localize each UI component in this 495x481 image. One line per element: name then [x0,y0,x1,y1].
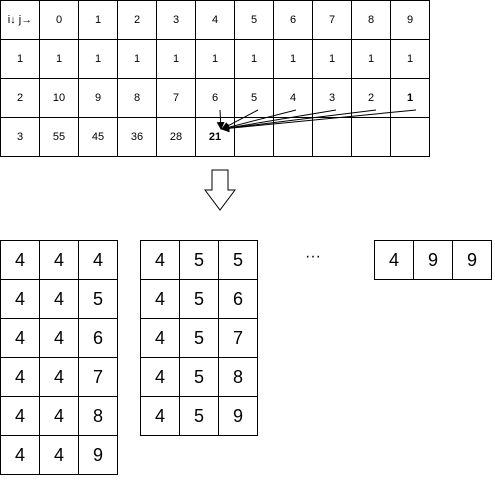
dp-cell: 1 [273,39,313,79]
combination-cell: 5 [218,240,258,280]
combination-cell: 7 [78,357,118,397]
combination-cell: 5 [179,396,219,436]
dp-cell: 45 [78,117,118,157]
dp-header-cell: 3 [156,0,196,40]
combination-cell: 4 [39,279,79,319]
combination-cell: 6 [218,279,258,319]
combination-cell: 6 [78,318,118,358]
combination-cell: 4 [39,396,79,436]
combination-cell: 4 [39,435,79,475]
dp-header-cell: 0 [39,0,79,40]
combination-cell: 9 [78,435,118,475]
combination-cell: 4 [140,279,180,319]
combination-cell: 9 [413,240,453,280]
dp-cell: 9 [78,78,118,118]
combination-cell: 4 [78,240,118,280]
combination-cell: 4 [0,396,40,436]
combination-cell: 4 [0,357,40,397]
combination-cell: 5 [78,279,118,319]
combination-cell: 8 [218,357,258,397]
dp-cell: 1 [39,39,79,79]
dp-cell: 1 [390,39,430,79]
combination-cell: 4 [39,357,79,397]
dp-cell: 55 [39,117,79,157]
dp-cell: 28 [156,117,196,157]
dp-header-cell: 4 [195,0,235,40]
combination-cell: 9 [218,396,258,436]
dp-cell: 7 [156,78,196,118]
ellipsis: ··· [305,248,321,265]
combination-cell: 4 [0,279,40,319]
dependency-arrows [216,109,417,133]
dp-cell [390,117,430,157]
combination-cell: 5 [179,357,219,397]
dp-corner-label: i↓ j→ [0,0,40,40]
dp-header-cell: 9 [390,0,430,40]
combination-cell: 4 [374,240,414,280]
dp-cell: 1 [78,39,118,79]
combination-cell: 4 [0,240,40,280]
dp-row-label: 3 [0,117,40,157]
arrow-from-j8 [221,109,377,133]
combination-cell: 9 [452,240,492,280]
combination-cell: 4 [0,435,40,475]
arrow-from-j9 [221,109,417,133]
combination-cell: 8 [78,396,118,436]
dp-cell: 1 [390,78,430,118]
dp-header-cell: 6 [273,0,313,40]
arrow-from-j6 [221,109,297,132]
combination-cell: 7 [218,318,258,358]
combination-cell: 4 [140,318,180,358]
combination-cell: 5 [179,279,219,319]
combination-cell: 4 [0,318,40,358]
combination-cell: 4 [39,240,79,280]
combination-cell: 4 [140,357,180,397]
dp-cell: 1 [117,39,157,79]
combination-cell: 4 [39,318,79,358]
combination-cell: 4 [140,396,180,436]
dp-cell: 1 [234,39,274,79]
dp-cell: 8 [117,78,157,118]
arrow-from-j4 [216,109,225,130]
dp-header-cell: 8 [351,0,391,40]
down-arrow-icon [204,169,236,211]
combination-cell: 5 [179,240,219,280]
dp-cell [312,117,352,157]
combination-cell: 5 [179,318,219,358]
combination-cell: 4 [140,240,180,280]
arrow-from-j7 [221,109,337,132]
